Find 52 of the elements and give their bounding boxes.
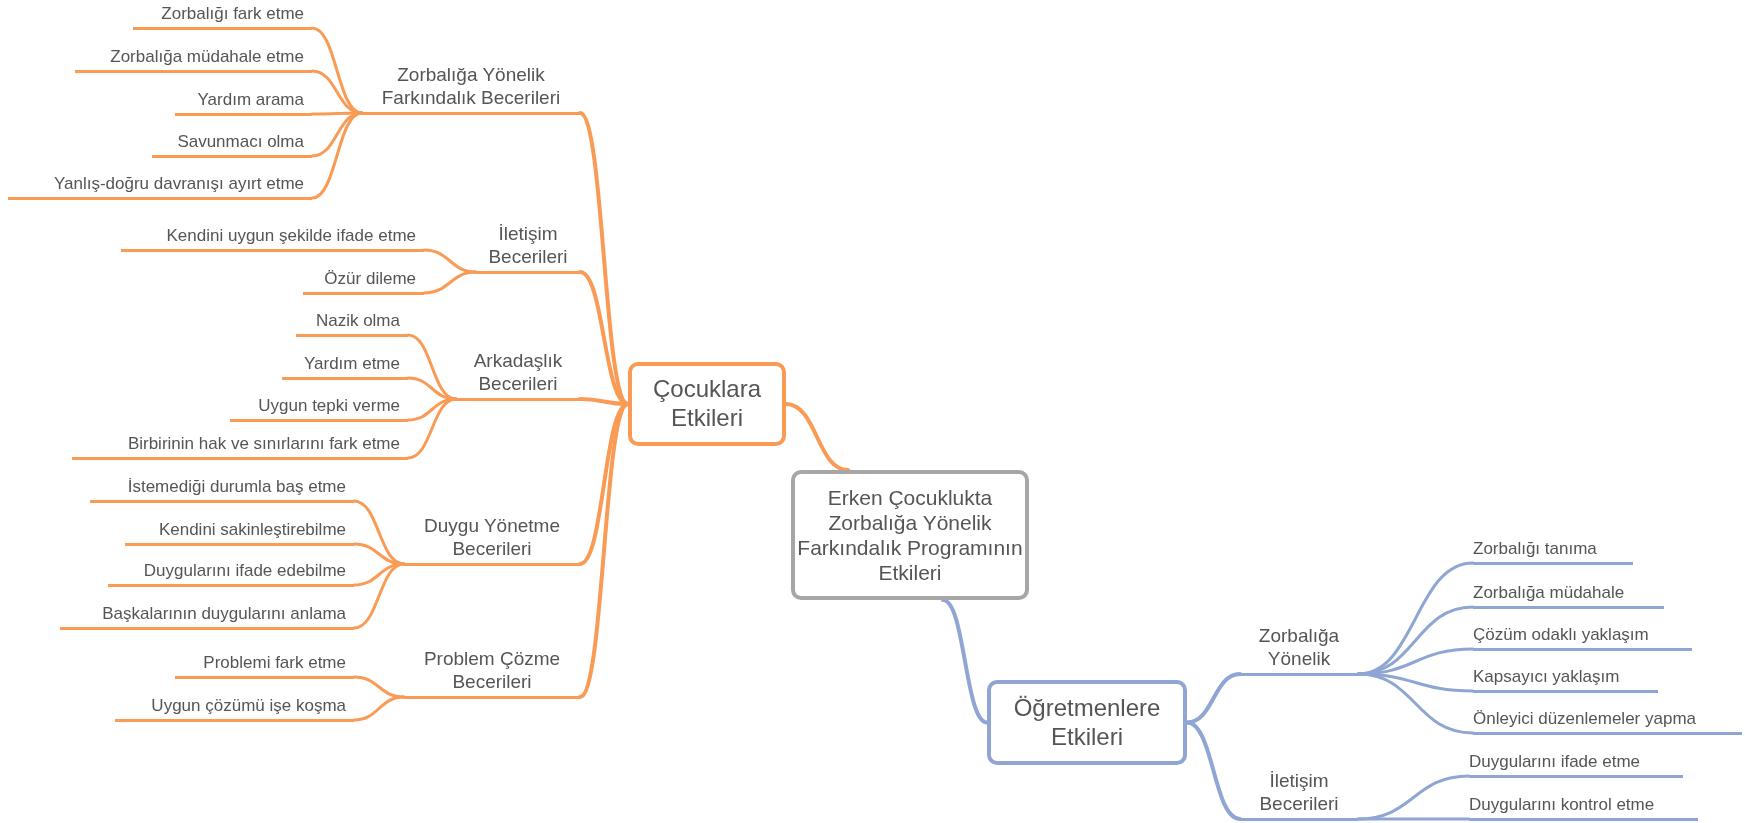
branch-connector — [422, 248, 478, 274]
main-branch-box: Öğretmenlere Etkileri — [987, 680, 1187, 765]
subtopic-label: Savunmacı olma — [177, 132, 304, 153]
branch-connector — [1185, 672, 1242, 725]
branch-label: Arkadaşlık Becerileri — [472, 349, 564, 396]
subtopic-label: Uygun çözümü işe koşma — [151, 696, 346, 717]
subtopic-label: Yardım etme — [303, 354, 400, 375]
subtopic-label: Zorbalığı tanıma — [1473, 539, 1597, 560]
branch-label: Zorbalığa Yönelik — [1257, 624, 1341, 671]
subtopic-label: Uygun tepki verme — [258, 396, 400, 417]
branch-connector — [1356, 817, 1471, 821]
subtopic-label: Duygularını kontrol etme — [1469, 795, 1655, 816]
subtopic-label: Duygularını ifade etme — [1469, 752, 1641, 773]
branch-connector — [1356, 672, 1475, 735]
branch-connector — [422, 270, 478, 295]
subtopic-label: Yanlış-doğru davranışı ayırt etme — [53, 174, 304, 195]
subtopic-label: Kendini uygun şekilde ifade etme — [166, 226, 416, 247]
branch-connector — [784, 402, 850, 472]
subtopic-label: Duygularını ifade edebilme — [143, 561, 346, 582]
branch-label: İletişim Becerileri — [1258, 769, 1340, 816]
subtopic-label: Özür dileme — [324, 269, 416, 290]
branch-connector — [310, 69, 364, 115]
subtopic-label: Birbirinin hak ve sınırlarını fark etme — [127, 434, 400, 455]
branch-connector — [310, 111, 364, 200]
main-branch-box: Çocuklara Etkileri — [628, 362, 786, 446]
subtopic-label: Kendini sakinleştirebilme — [158, 520, 346, 541]
subtopic-label: Problemi fark etme — [203, 653, 346, 674]
subtopic-label: İstemediği durumla baş etme — [127, 477, 346, 498]
branch-connector — [406, 397, 458, 460]
branch-connector — [941, 598, 989, 725]
subtopic-label: Zorbalığa müdahale — [1473, 583, 1625, 604]
branch-label: Duygu Yönetme Becerileri — [423, 514, 561, 561]
branch-connector — [1185, 720, 1242, 821]
central-topic-box: Erken Çocuklukta Zorbalığa Yönelik Farkındalık Programının Etkileri — [791, 470, 1029, 600]
branch-connector — [352, 562, 406, 630]
subtopic-label: Kapsayıcı yaklaşım — [1473, 667, 1620, 688]
subtopic-label: Önleyici düzenlemeler yapma — [1473, 709, 1696, 730]
branch-connector — [1356, 774, 1471, 821]
branch-connector — [1356, 647, 1475, 676]
subtopic-label: Başkalarının duygularını anlama — [102, 604, 346, 625]
branch-connector — [352, 695, 406, 722]
subtopic-label: Çözüm odaklı yaklaşım — [1473, 625, 1649, 646]
branch-connector — [352, 675, 406, 699]
branch-label: İletişim Becerileri — [487, 222, 569, 269]
branch-connector — [352, 542, 406, 566]
subtopic-label: Yardım arama — [197, 90, 304, 111]
subtopic-label: Zorbalığı fark etme — [161, 4, 304, 25]
branch-connector — [406, 376, 458, 401]
branch-label: Zorbalığa Yönelik Farkındalık Becerileri — [380, 63, 562, 110]
subtopic-label: Nazik olma — [315, 311, 400, 332]
branch-label: Problem Çözme Becerileri — [422, 647, 562, 694]
subtopic-label: Zorbalığa müdahale etme — [110, 47, 304, 68]
